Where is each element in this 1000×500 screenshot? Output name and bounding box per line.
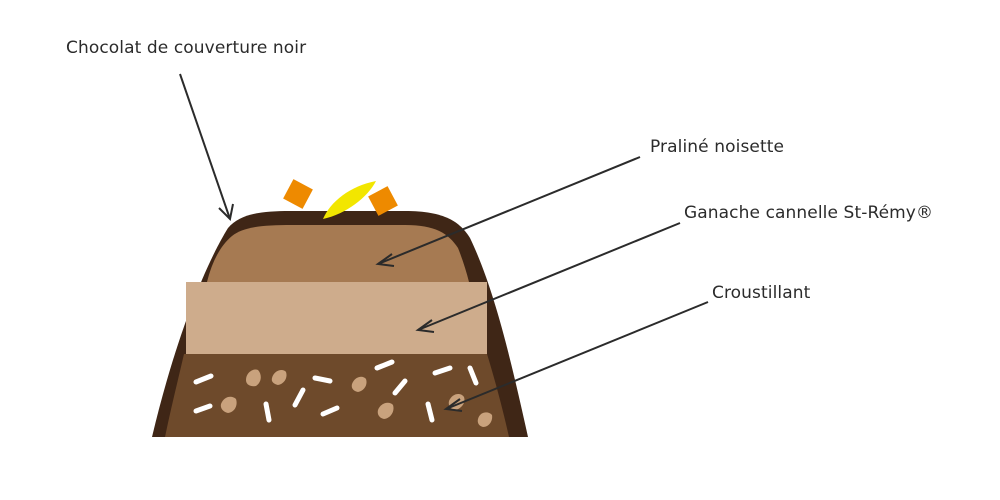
- pointer-arrowhead-ganache: [415, 319, 435, 333]
- nut-chunk: [246, 369, 261, 387]
- pointer-arrowhead-coating: [218, 203, 234, 222]
- crisp-grain: [392, 378, 408, 396]
- nut-chunk: [477, 412, 493, 427]
- crisp-grain: [292, 387, 306, 408]
- crisp-grain: [374, 359, 395, 371]
- label-dark-chocolate-coating: Chocolat de couverture noir: [66, 38, 307, 58]
- ganache-layer: [186, 282, 487, 354]
- crisp-grain: [263, 401, 272, 423]
- crisp-grain: [193, 403, 213, 414]
- label-hazelnut-praline: Praliné noisette: [650, 137, 785, 157]
- pointer-arrowhead-crisp: [443, 398, 463, 412]
- crisp-grain: [467, 365, 479, 386]
- pointer-line-praline: [377, 156, 641, 265]
- crisp-grain: [425, 401, 435, 423]
- orange-zest-cube-left: [283, 179, 313, 209]
- crisp-grains: [193, 359, 479, 423]
- nut-chunk: [377, 402, 394, 419]
- orange-zest-cube-right: [368, 186, 398, 216]
- label-crisp-layer: Croustillant: [712, 283, 811, 303]
- crisp-grain: [432, 365, 453, 376]
- nut-chunk: [220, 396, 237, 413]
- praline-layer: [207, 225, 469, 282]
- crisp-grain: [193, 373, 214, 385]
- pointer-line-crisp: [445, 301, 709, 410]
- crisp-grain: [312, 375, 333, 384]
- nut-chunk: [271, 370, 287, 385]
- nut-chunk: [351, 376, 367, 392]
- pointer-arrowhead-praline: [375, 253, 395, 267]
- yellow-petal-decoration: [323, 181, 376, 219]
- pointer-lines: [179, 73, 709, 412]
- label-cinnamon-ganache: Ganache cannelle St-Rémy®: [684, 203, 934, 223]
- crisp-grain: [320, 405, 340, 417]
- pointer-line-coating: [179, 73, 231, 220]
- pointer-line-ganache: [417, 222, 681, 331]
